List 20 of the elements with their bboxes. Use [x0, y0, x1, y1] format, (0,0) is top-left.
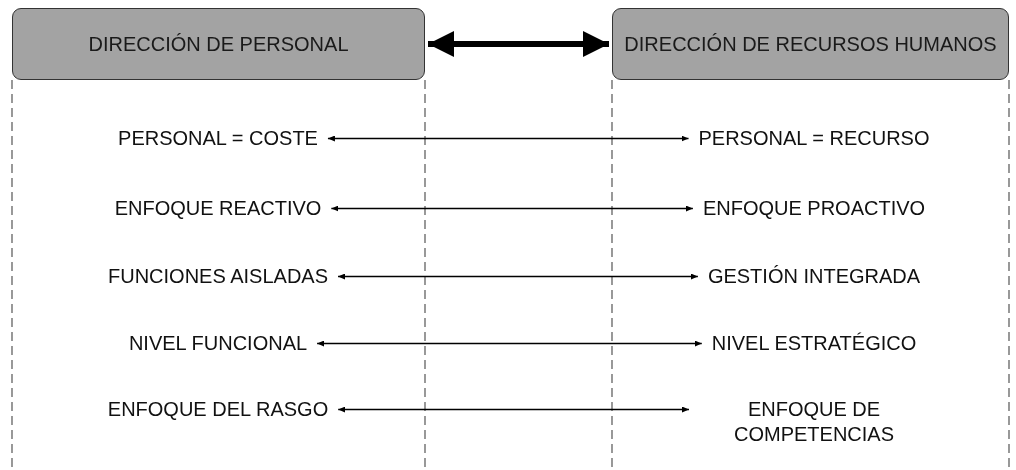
- concept-text: NIVEL FUNCIONAL: [128, 331, 308, 356]
- concept-text: ENFOQUE DEL RASGO: [107, 397, 329, 422]
- concept-text: ENFOQUE PROACTIVO: [702, 196, 926, 221]
- double-arrow: [337, 406, 690, 413]
- header-text: DIRECCIÓN DE PERSONAL: [88, 32, 349, 56]
- double-arrow: [330, 205, 694, 212]
- concept-text: NIVEL ESTRATÉGICO: [711, 331, 917, 356]
- header-text: DIRECCIÓN DE RECURSOS HUMANOS: [624, 32, 997, 56]
- double-arrow: [428, 31, 609, 57]
- header-box: [12, 8, 425, 80]
- concept-text: PERSONAL = RECURSO: [698, 126, 930, 151]
- concept-text: GESTIÓN INTEGRADA: [707, 264, 921, 289]
- concept-text: FUNCIONES AISLADAS: [107, 264, 329, 289]
- concept-text: PERSONAL = COSTE: [118, 126, 318, 151]
- double-arrow: [327, 135, 690, 142]
- double-arrow: [316, 340, 703, 347]
- concept-text: ENFOQUE REACTIVO: [114, 196, 322, 221]
- double-arrow: [337, 273, 699, 280]
- header-box: [612, 8, 1009, 80]
- concept-text: ENFOQUE DE COMPETENCIAS: [699, 397, 929, 447]
